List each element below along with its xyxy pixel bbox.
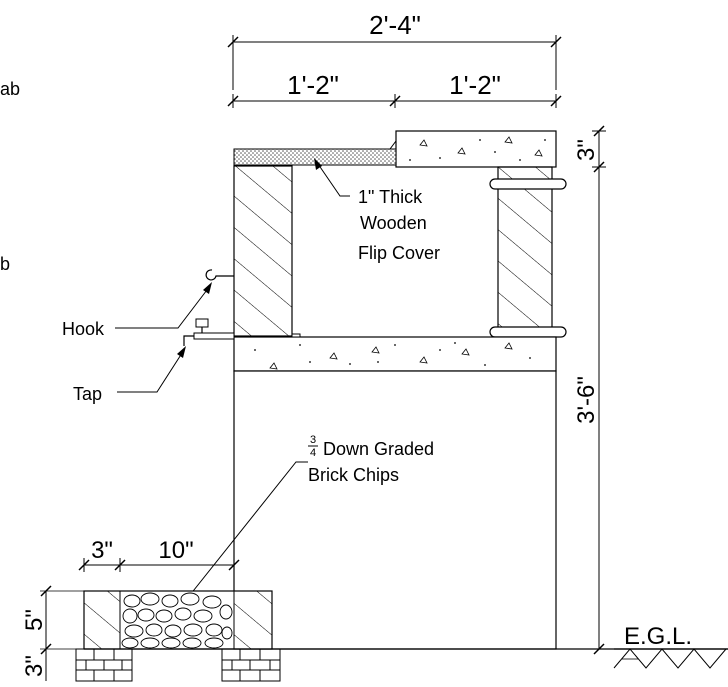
chips-label-line2: Brick Chips [308, 465, 399, 485]
left-half-label: 1'-2" [287, 70, 339, 100]
edge-fragment-top: ab [0, 79, 20, 99]
brick-chips-fill [121, 592, 233, 649]
ground-line: E.G.L. [84, 623, 728, 669]
pedestal [233, 370, 557, 650]
overall-width-label: 2'-4" [369, 10, 421, 40]
base-dimension: 3" 10" [78, 537, 240, 572]
egl-label: E.G.L. [624, 623, 692, 650]
hook-callout: Hook [62, 282, 212, 339]
base-foundation [75, 590, 281, 682]
left-brick-wall [233, 165, 293, 337]
right-dimension: 3" 3'-6" [573, 125, 606, 655]
cover-label-line3: Flip Cover [358, 243, 440, 263]
right-half-label: 1'-2" [449, 70, 501, 100]
tap-callout: Tap [73, 346, 186, 404]
hook-label: Hook [62, 319, 105, 339]
tap-fixture [183, 318, 235, 346]
cover-hinge [384, 139, 397, 150]
base-height-label: 5" [21, 609, 48, 631]
edge-fragment-middle: b [0, 254, 10, 274]
base-width-label: 10" [158, 537, 193, 564]
upper-bracket [489, 178, 567, 190]
chips-label-line1: Down Graded [323, 439, 434, 459]
cover-callout: 1" Thick Wooden Flip Cover [314, 158, 440, 263]
footing-label: 3" [21, 655, 48, 677]
top-dimension-halves: 1'-2" 1'-2" [227, 70, 562, 108]
lower-bracket [489, 326, 567, 338]
tap-label: Tap [73, 384, 102, 404]
top-dimension-overall: 2'-4" [227, 10, 562, 90]
top-slab-dim-label: 3" [573, 139, 600, 161]
height-dim-label: 3'-6" [573, 376, 600, 424]
chips-frac-den: 4 [310, 447, 316, 459]
cover-label-line1: 1" Thick [358, 187, 423, 207]
right-brick-post [497, 166, 553, 336]
middle-slab [233, 333, 557, 372]
brick-footing-left [75, 648, 133, 682]
wooden-flip-cover [233, 148, 397, 166]
top-slab [395, 130, 557, 168]
base-offset-label: 3" [91, 537, 113, 564]
base-height-dimension: 5" 3" [21, 585, 84, 681]
brick-footing-right [221, 648, 281, 682]
cover-label-line2: Wooden [360, 213, 427, 233]
chips-frac-num: 3 [310, 434, 316, 446]
chips-callout: 3 4 Down Graded Brick Chips [174, 434, 434, 616]
hook-fixture [205, 269, 234, 281]
